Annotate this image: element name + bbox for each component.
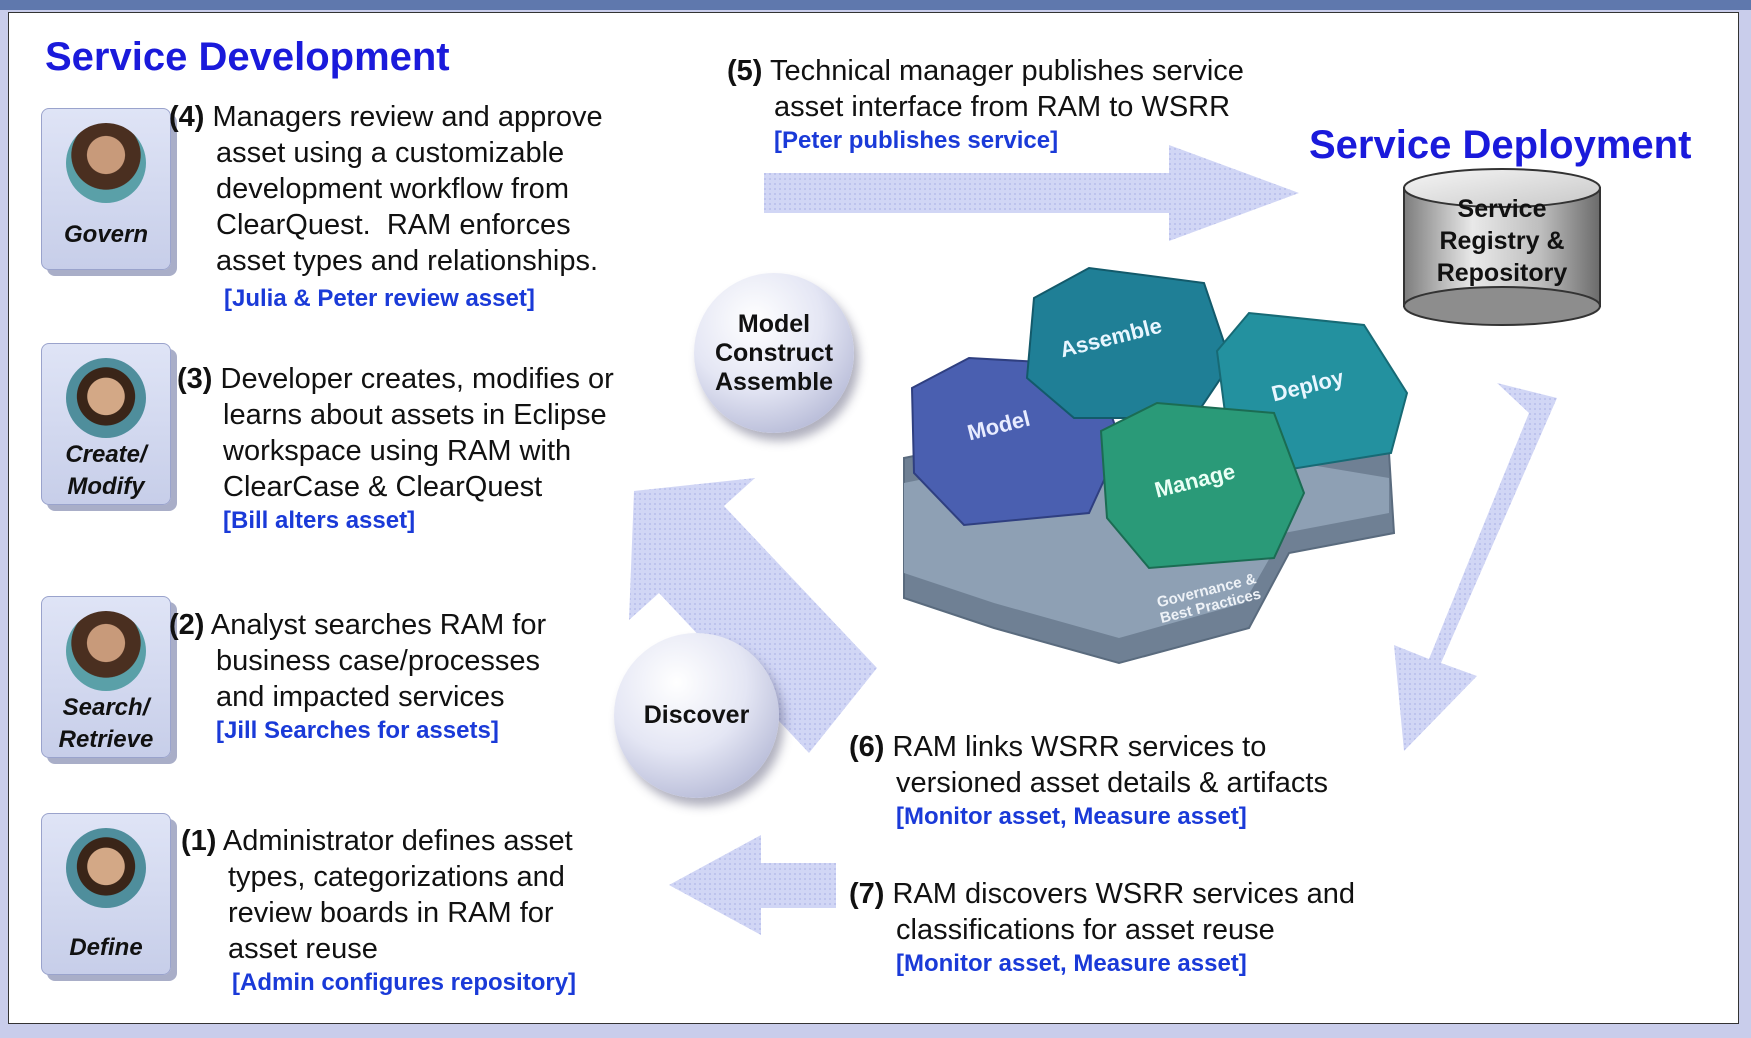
step-1-note: [Admin configures repository] — [232, 969, 577, 996]
role-create: Create/ — [65, 441, 147, 468]
circle-assemble-text: Assemble — [714, 367, 834, 396]
step-4-line-1: Managers review and approve — [212, 101, 603, 133]
step-6-line-2: versioned asset details & artifacts — [896, 767, 1328, 799]
step-5-line-1: Technical manager publishes service — [770, 55, 1244, 87]
step-2-line-2: business case/processes — [216, 645, 540, 677]
step-3-number: (3) — [177, 363, 213, 395]
block-arrow-down-icon — [1394, 383, 1557, 751]
circle-model-text: Model — [737, 309, 811, 338]
hexagon-cluster — [903, 266, 1409, 665]
step-6-note: [Monitor asset, Measure asset] — [896, 803, 1247, 830]
step-4-number: (4) — [169, 101, 205, 133]
step-4-line-4: ClearQuest. RAM enforces — [216, 209, 571, 241]
block-arrow-right-icon — [764, 145, 1299, 241]
title-service-development: Service Development — [45, 35, 450, 79]
avatar-define: Define — [41, 813, 171, 975]
manage-hex — [1099, 401, 1306, 570]
avatar-govern: Govern — [41, 108, 171, 270]
person-avatar-icon — [66, 358, 146, 438]
step-7-number: (7) — [849, 878, 885, 910]
step-2-line-3: and impacted services — [216, 681, 505, 713]
step-1-line-3: review boards in RAM for — [228, 897, 554, 929]
role-define: Define — [69, 934, 143, 961]
role-modify: Modify — [67, 473, 145, 500]
avatar-search-retrieve: Search/ Retrieve — [41, 596, 171, 758]
step-1-line-1: Administrator defines asset — [222, 825, 573, 857]
step-3-line-1: Developer creates, modifies or — [220, 363, 614, 395]
circle-discover: Discover — [614, 633, 779, 798]
step-7-line-1: RAM discovers WSRR services and — [892, 878, 1356, 910]
person-avatar-icon — [66, 611, 146, 691]
step-6-line-1: RAM links WSRR services to — [892, 731, 1267, 763]
step-5-line-2: asset interface from RAM to WSRR — [774, 91, 1231, 123]
repository-line-2: Registry & — [1439, 227, 1565, 255]
database-cylinder-icon — [1403, 168, 1601, 326]
step-3-line-4: ClearCase & ClearQuest — [223, 471, 543, 503]
block-arrow-up-left-icon — [629, 478, 877, 753]
circle-construct-text: Construct — [714, 338, 834, 367]
role-search: Search/ — [62, 694, 150, 721]
step-5: (5) Technical manager publishes service … — [727, 53, 1244, 155]
block-arrow-left-icon — [669, 835, 836, 935]
step-4-line-5: asset types and relationships. — [216, 245, 599, 277]
step-4-note: [Julia & Peter review asset] — [224, 285, 535, 312]
repository-line-1: Service — [1457, 195, 1547, 223]
step-1: (1) Administrator defines asset types, c… — [181, 823, 576, 997]
step-2: (2) Analyst searches RAM for business ca… — [169, 607, 546, 745]
step-2-note: [Jill Searches for assets] — [216, 717, 499, 744]
circle-model-construct-assemble: Model Construct Assemble — [694, 273, 854, 433]
diagram-graphics — [629, 145, 1601, 935]
role-retrieve: Retrieve — [58, 726, 154, 753]
step-2-number: (2) — [169, 609, 205, 641]
circle-discover-text: Discover — [643, 701, 750, 729]
title-service-deployment: Service Deployment — [1309, 123, 1692, 167]
person-avatar-icon — [66, 828, 146, 908]
step-3: (3) Developer creates, modifies or learn… — [177, 361, 614, 535]
step-3-line-3: workspace using RAM with — [223, 435, 572, 467]
repository-label: Service Registry & Repository — [1404, 193, 1600, 289]
repository-line-3: Repository — [1436, 259, 1568, 287]
step-1-number: (1) — [181, 825, 217, 857]
role-govern: Govern — [63, 221, 149, 248]
step-5-note: [Peter publishes service] — [774, 127, 1059, 154]
step-7-line-2: classifications for asset reuse — [896, 914, 1275, 946]
step-1-line-4: asset reuse — [228, 933, 378, 965]
step-7: (7) RAM discovers WSRR services and clas… — [849, 876, 1355, 978]
step-2-line-1: Analyst searches RAM for — [210, 609, 547, 641]
assemble-hex — [1025, 266, 1233, 419]
step-4: (4) Managers review and approve asset us… — [169, 99, 603, 313]
step-7-note: [Monitor asset, Measure asset] — [896, 950, 1247, 977]
step-5-number: (5) — [727, 55, 763, 87]
step-6: (6) RAM links WSRR services to versioned… — [849, 729, 1328, 831]
top-banner — [0, 0, 1751, 10]
avatar-create-modify: Create/ Modify — [41, 343, 171, 505]
step-6-number: (6) — [849, 731, 885, 763]
step-3-note: [Bill alters asset] — [223, 507, 416, 534]
step-4-line-2: asset using a customizable — [216, 137, 565, 169]
diagram-panel: Model Assemble Deploy Manage Governance … — [8, 12, 1739, 1024]
step-4-line-3: development workflow from — [216, 173, 569, 205]
step-1-line-2: types, categorizations and — [228, 861, 565, 893]
person-avatar-icon — [66, 123, 146, 203]
step-3-line-2: learns about assets in Eclipse — [223, 399, 607, 431]
